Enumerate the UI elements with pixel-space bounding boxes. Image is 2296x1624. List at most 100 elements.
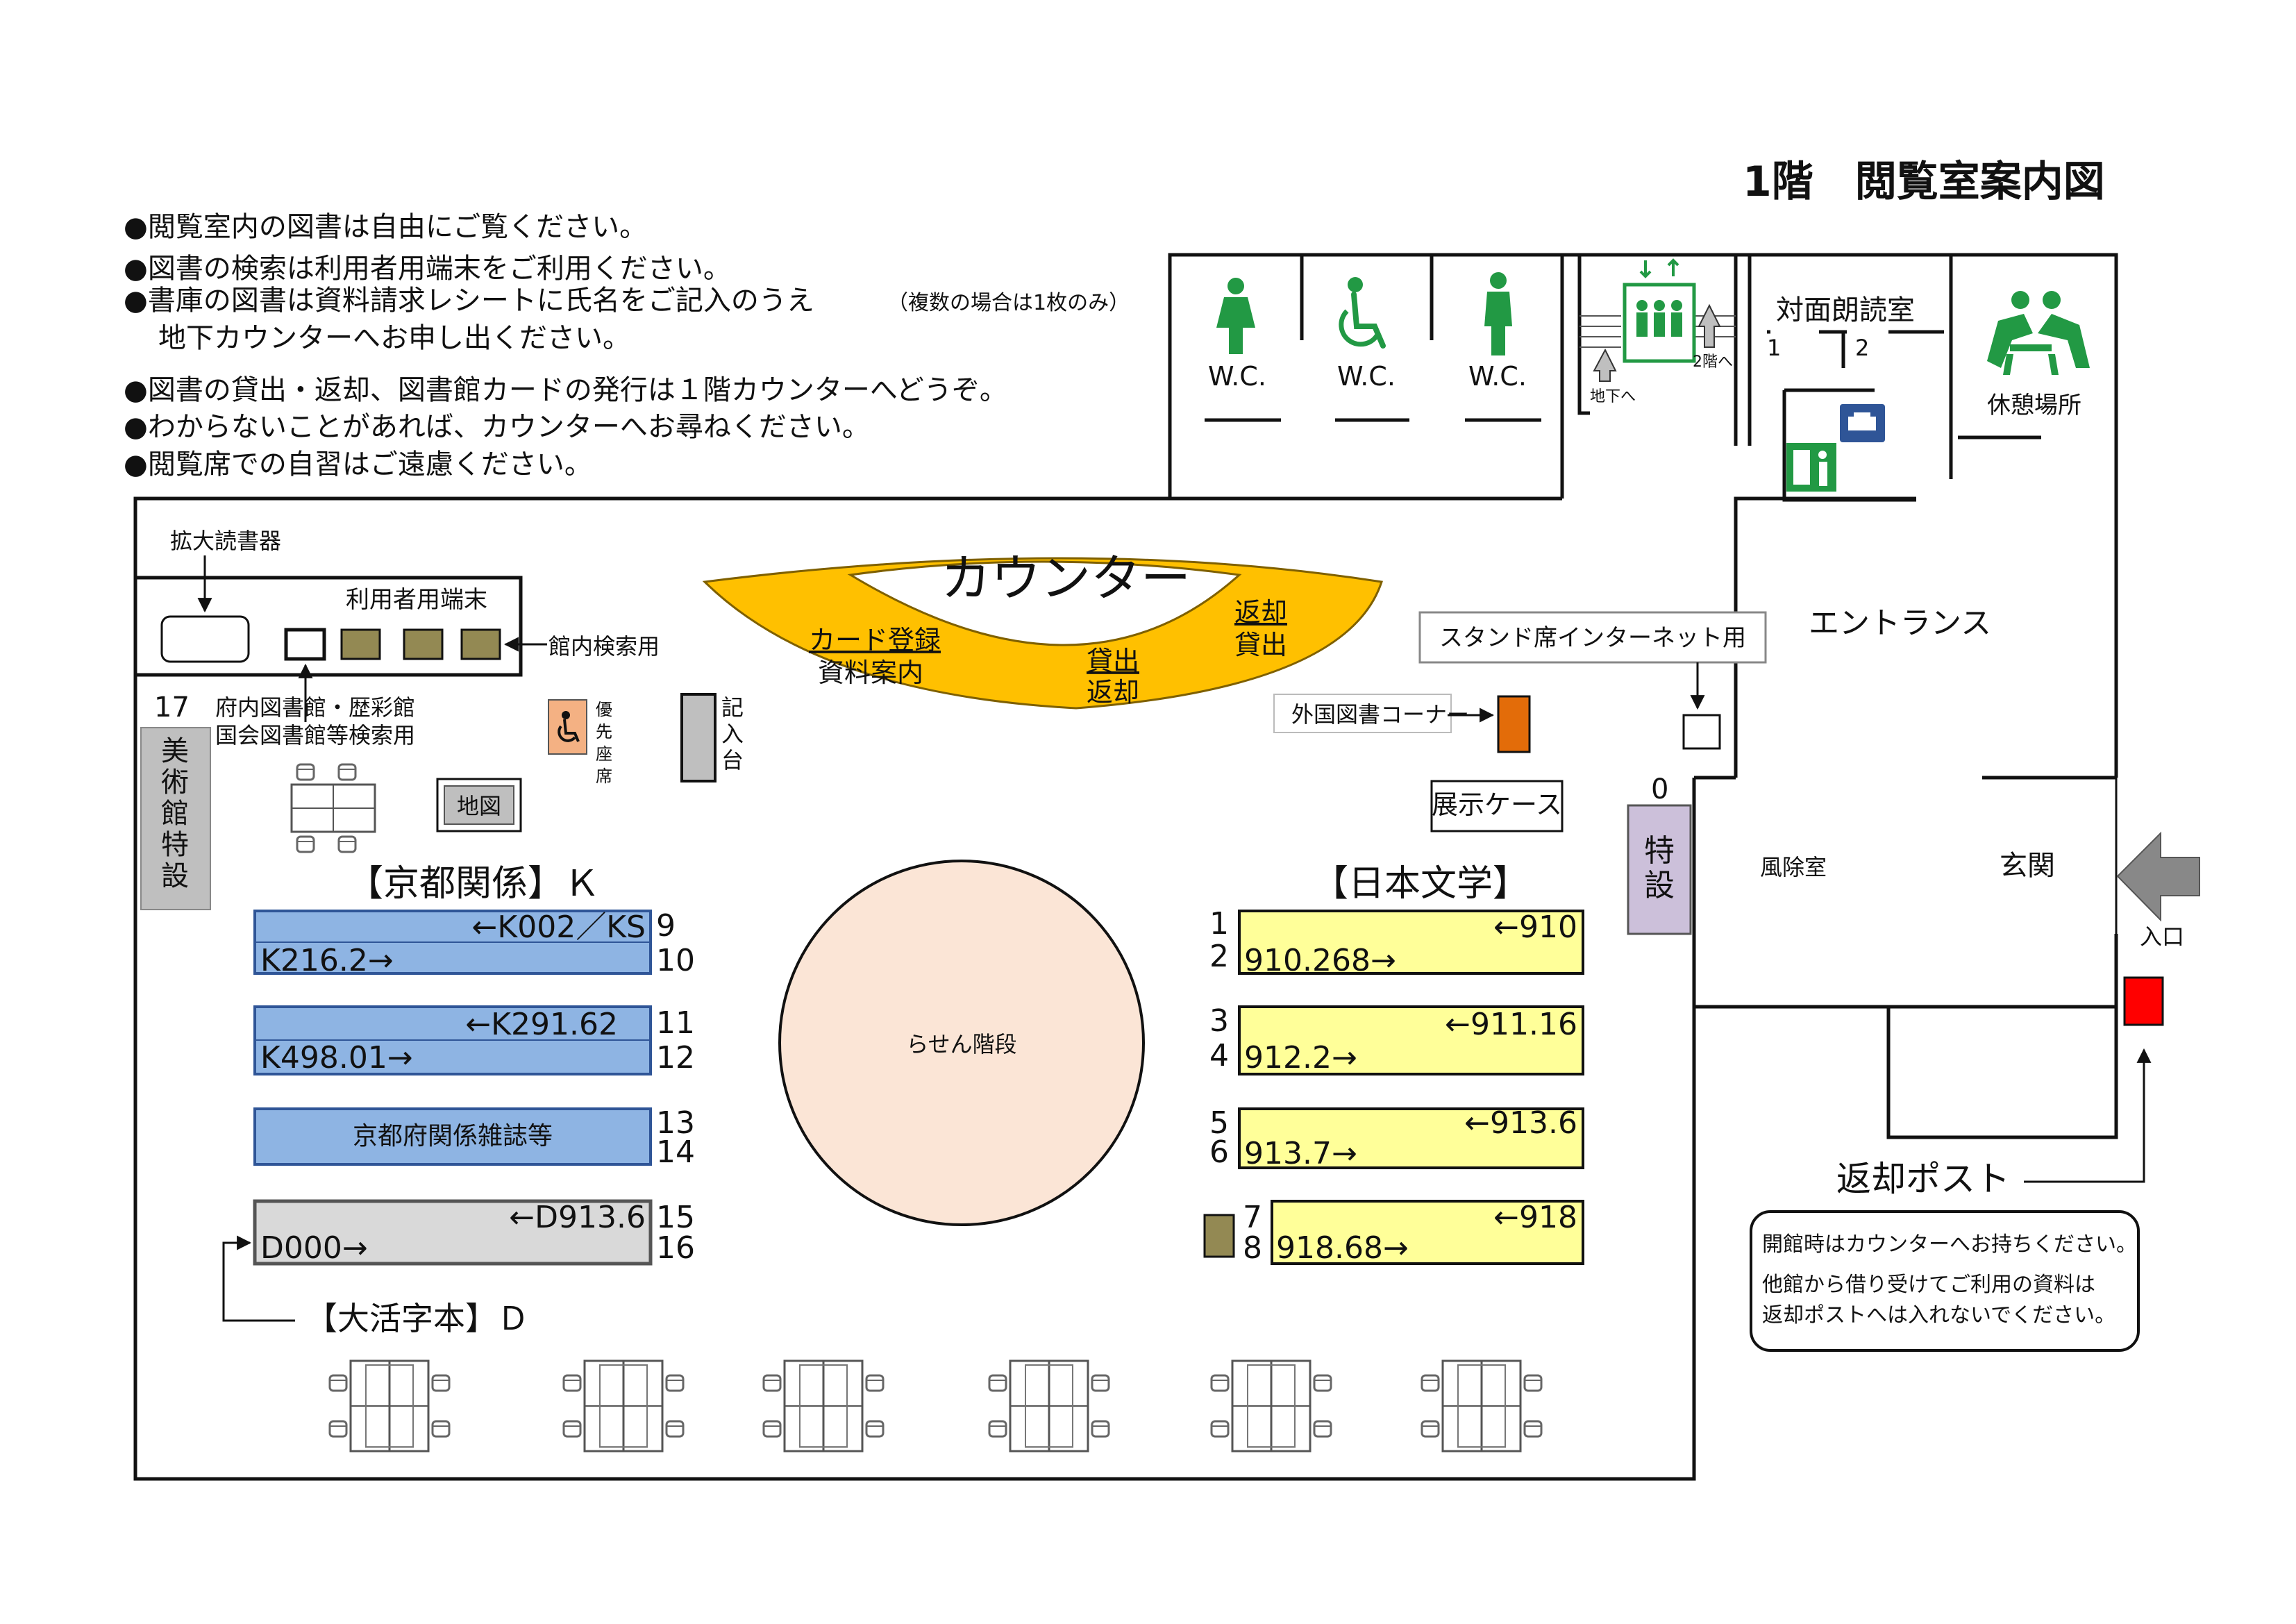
writing-desk-label: 記 入 台 <box>721 694 744 773</box>
study-tables <box>330 1361 1541 1451</box>
standing-internet-terminal[interactable] <box>1682 714 1721 750</box>
shelf-from: ←K291.62 <box>465 1007 618 1042</box>
large-print-shelf[interactable]: ←D913.6 D000→ <box>253 1199 653 1266</box>
shelf-from: ←911.16 <box>1445 1007 1577 1042</box>
svg-text:美: 美 <box>161 735 189 767</box>
reading-room-1: 1 <box>1767 335 1781 361</box>
svg-text:館: 館 <box>161 798 189 830</box>
return-post-box[interactable] <box>2123 976 2164 1026</box>
wc-women[interactable]: W.C. <box>1208 278 1266 392</box>
special-display[interactable] <box>1627 804 1692 935</box>
other-search-label-2: 国会図書館等検索用 <box>215 722 415 748</box>
ocat-terminal-3[interactable] <box>460 628 501 660</box>
study-table <box>1422 1361 1541 1451</box>
lit-shelf-3[interactable]: ←913.6 913.7→ <box>1238 1105 1584 1171</box>
display-case[interactable] <box>1430 780 1564 832</box>
counter-reference: 資料案内 <box>818 658 923 688</box>
shelf-from: ←K002／KS <box>472 910 646 945</box>
map-label: 地図 <box>457 793 501 819</box>
ocat-terminal-1[interactable] <box>340 628 381 660</box>
rules-list: ●閲覧室内の図書は自由にご覧ください。 ●図書の検索は利用者用端末をご利用くださ… <box>124 211 1130 480</box>
shelf-number: 4 <box>1209 1038 1229 1073</box>
up-arrow-2f-icon <box>1698 303 1721 348</box>
shelf-number: 1 <box>1209 906 1229 941</box>
other-search-terminal[interactable] <box>284 628 326 661</box>
rule-2: ●図書の検索は利用者用端末をご利用ください。 <box>124 253 731 285</box>
lit-shelf-2[interactable]: ←911.16 912.2→ <box>1238 1005 1584 1075</box>
kyoto-shelf-3[interactable]: 京都府関係雑誌等 <box>253 1107 652 1166</box>
shelf-number: 15 <box>656 1200 695 1235</box>
terminals-label: 利用者用端末 <box>346 586 487 614</box>
return-note-3: 返却ポストへは入れないでください。 <box>1762 1303 2115 1328</box>
rule-3b: 地下カウンターへお申し出ください。 <box>158 322 630 354</box>
svg-text:入: 入 <box>721 721 744 747</box>
kyoto-shelf-1[interactable]: ←K002／KS K216.2→ <box>253 910 652 978</box>
shelf-from: ←913.6 <box>1464 1105 1577 1141</box>
counter-card-registration: カード登録 <box>809 625 941 655</box>
shelf-number: 16 <box>656 1230 695 1266</box>
shelf-to: D000→ <box>260 1230 368 1266</box>
svg-text:座: 座 <box>596 744 612 764</box>
up-arrow-basement-icon <box>1593 348 1617 382</box>
rule-3: ●書庫の図書は資料請求レシートに氏名をご記入のうえ <box>124 285 814 317</box>
svg-text:記: 記 <box>721 694 744 721</box>
wc-men[interactable]: W.C. <box>1468 272 1527 392</box>
reading-room-label: 対面朗読室 <box>1776 294 1915 326</box>
counter-desk[interactable] <box>702 557 1383 710</box>
priority-seat[interactable] <box>548 699 587 755</box>
foreign-books-label: 外国図書コーナー <box>1291 701 1469 728</box>
svg-text:術: 術 <box>161 767 189 798</box>
display-case-label: 展示ケース <box>1432 789 1562 820</box>
shelf-number: 12 <box>656 1040 695 1075</box>
kyoto-section-title: 【京都関係】Ｋ <box>347 863 600 905</box>
shelf-from: ←918 <box>1493 1200 1577 1235</box>
wc-accessible[interactable]: W.C. <box>1337 277 1396 392</box>
art-museum-special[interactable] <box>140 727 211 910</box>
vestibule-label: 風除室 <box>1760 854 1827 880</box>
elevator-icon[interactable] <box>1623 258 1696 363</box>
large-print-label: 【大活字本】Ｄ <box>305 1300 529 1337</box>
to-2f-label: 2階へ <box>1693 353 1733 371</box>
shelf-number: 8 <box>1243 1230 1262 1266</box>
copy-service-icon <box>1840 404 1885 442</box>
rule-4: ●図書の貸出・返却、図書館カードの発行は１階カウンターへどうぞ。 <box>124 374 1007 406</box>
japanese-lit-title: 【日本文学】 <box>1312 863 1529 905</box>
return-post-notice: 開館時はカウンターへお持ちください。 他館から借り受けてご利用の資料は 返却ポス… <box>1750 1210 2140 1352</box>
shelf-from: ←D913.6 <box>509 1200 646 1235</box>
writing-desk[interactable] <box>680 693 717 782</box>
return-note-2: 他館から借り受けてご利用の資料は <box>1762 1273 2095 1297</box>
rule-6: ●閲覧席での自習はご遠慮ください。 <box>124 449 592 480</box>
foreign-books-box <box>1273 694 1452 733</box>
shelf-to: 910.268→ <box>1244 943 1396 978</box>
kyoto-shelf-2[interactable]: ←K291.62 K498.01→ <box>253 1005 652 1075</box>
return-post-title: 返却ポスト <box>1836 1159 2010 1199</box>
shelf-number: 11 <box>656 1005 695 1041</box>
lit-shelf-1[interactable]: ←910 910.268→ <box>1238 910 1584 978</box>
shelf-number: 5 <box>1209 1105 1229 1141</box>
art-museum-label: 美 術 館 特 設 <box>161 735 189 892</box>
ocat-label: 館内検索用 <box>548 633 660 660</box>
building-walls <box>133 253 2118 1481</box>
magnifier-device[interactable] <box>160 615 250 663</box>
atm-icon <box>1786 443 1836 492</box>
svg-text:特: 特 <box>161 829 189 861</box>
shelf-number: 3 <box>1209 1003 1229 1039</box>
lit-side-cabinet <box>1203 1214 1235 1258</box>
ocat-terminal-2[interactable] <box>403 628 444 660</box>
stairs-area: 地下へ 2階へ <box>1579 258 1736 405</box>
svg-text:台: 台 <box>721 747 744 773</box>
spiral-stairs-label: らせん階段 <box>906 1031 1016 1057</box>
svg-text:特: 特 <box>1644 833 1675 869</box>
standing-internet-box <box>1418 611 1767 664</box>
page-title: 1階 閲覧室案内図 <box>1743 158 2105 206</box>
spiral-stairs[interactable] <box>778 860 1145 1226</box>
counter-return-2: 返却 <box>1234 597 1287 628</box>
shelf-to: 912.2→ <box>1244 1040 1357 1075</box>
shelf-to: 913.7→ <box>1244 1136 1357 1171</box>
lit-shelf-4[interactable]: ←918 918.68→ <box>1271 1200 1584 1266</box>
counter-lend: 貸出 <box>1087 646 1139 676</box>
foreign-books-shelf[interactable] <box>1497 695 1531 753</box>
shelf-number: 9 <box>656 908 676 944</box>
map-board[interactable]: 地図 <box>436 778 522 832</box>
